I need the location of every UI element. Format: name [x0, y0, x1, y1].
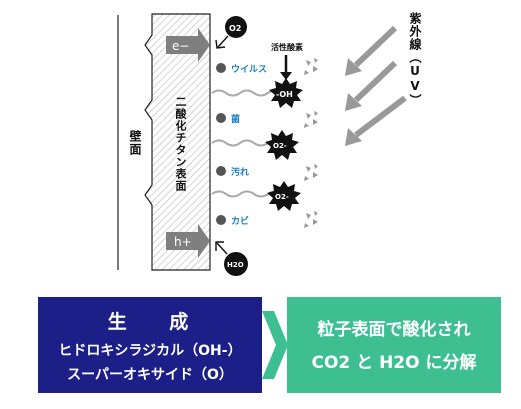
contaminant-dot-virus [216, 63, 226, 73]
active-oxygen-label: 活性酸素 [271, 42, 303, 52]
photocatalyst-diagram: e− h+ O2 H2O 活性酸素 ウイルス 菌 汚れ カビ -OH O2- O… [117, 13, 407, 276]
debris-4 [304, 211, 318, 228]
result-line-1: 粒子表面で酸化され [317, 320, 471, 340]
o2-arrow [217, 35, 229, 48]
debris-2 [304, 111, 318, 128]
radical-label-oh: -OH [276, 90, 293, 99]
surface-label: 二酸化チタン表面 [174, 96, 187, 192]
titanium-layer [144, 13, 211, 271]
contaminant-label-mold: カビ [231, 215, 249, 227]
uv-arrows [345, 25, 407, 146]
radical-label-o2-2: O2- [275, 193, 289, 201]
radical-burst-oh [269, 78, 303, 108]
o2-circle [225, 16, 247, 38]
radical-label-o2-1: O2- [273, 142, 287, 150]
h2o-label: H2O [227, 261, 244, 269]
generate-box: 生 成 ヒドロキシラジカル（OH-） スーパーオキサイド（O） [38, 297, 262, 393]
o2-label: O2 [229, 24, 241, 33]
generate-line-1: ヒドロキシラジカル（OH-） [58, 343, 242, 359]
generate-title: 生 成 [107, 311, 207, 333]
contaminant-dot-dirt [216, 166, 226, 176]
contaminant-dot-bacteria [216, 113, 226, 123]
uv-label: 紫外線（UV） [408, 12, 422, 107]
electron-label: e− [172, 39, 189, 53]
wave-1 [211, 89, 283, 97]
h2o-circle [224, 252, 248, 276]
wall-label: 壁面 [128, 130, 142, 156]
hole-label: h+ [174, 235, 192, 249]
electron-arrow [166, 28, 210, 62]
h2o-arrowhead [215, 241, 224, 251]
debris-3 [304, 164, 318, 181]
contaminant-dot-mold [216, 215, 226, 225]
hole-arrow [166, 224, 210, 258]
contaminant-label-virus: ウイルス [231, 64, 267, 75]
generate-line-2: スーパーオキサイド（O） [67, 367, 233, 383]
radical-burst-o2-1 [265, 130, 299, 160]
chevron-right-icon [262, 311, 288, 379]
contaminant-label-dirt: 汚れ [231, 166, 249, 178]
h2o-arrow [216, 242, 228, 255]
radical-burst-o2-2 [267, 181, 301, 211]
o2-arrowhead [215, 39, 226, 49]
result-box: 粒子表面で酸化され CO2 と H2O に分解 [287, 297, 501, 393]
contaminant-label-bacteria: 菌 [231, 113, 240, 125]
debris-1 [304, 58, 318, 75]
result-line-2: CO2 と H2O に分解 [311, 353, 477, 373]
active-oxygen-arrowhead [280, 72, 292, 80]
